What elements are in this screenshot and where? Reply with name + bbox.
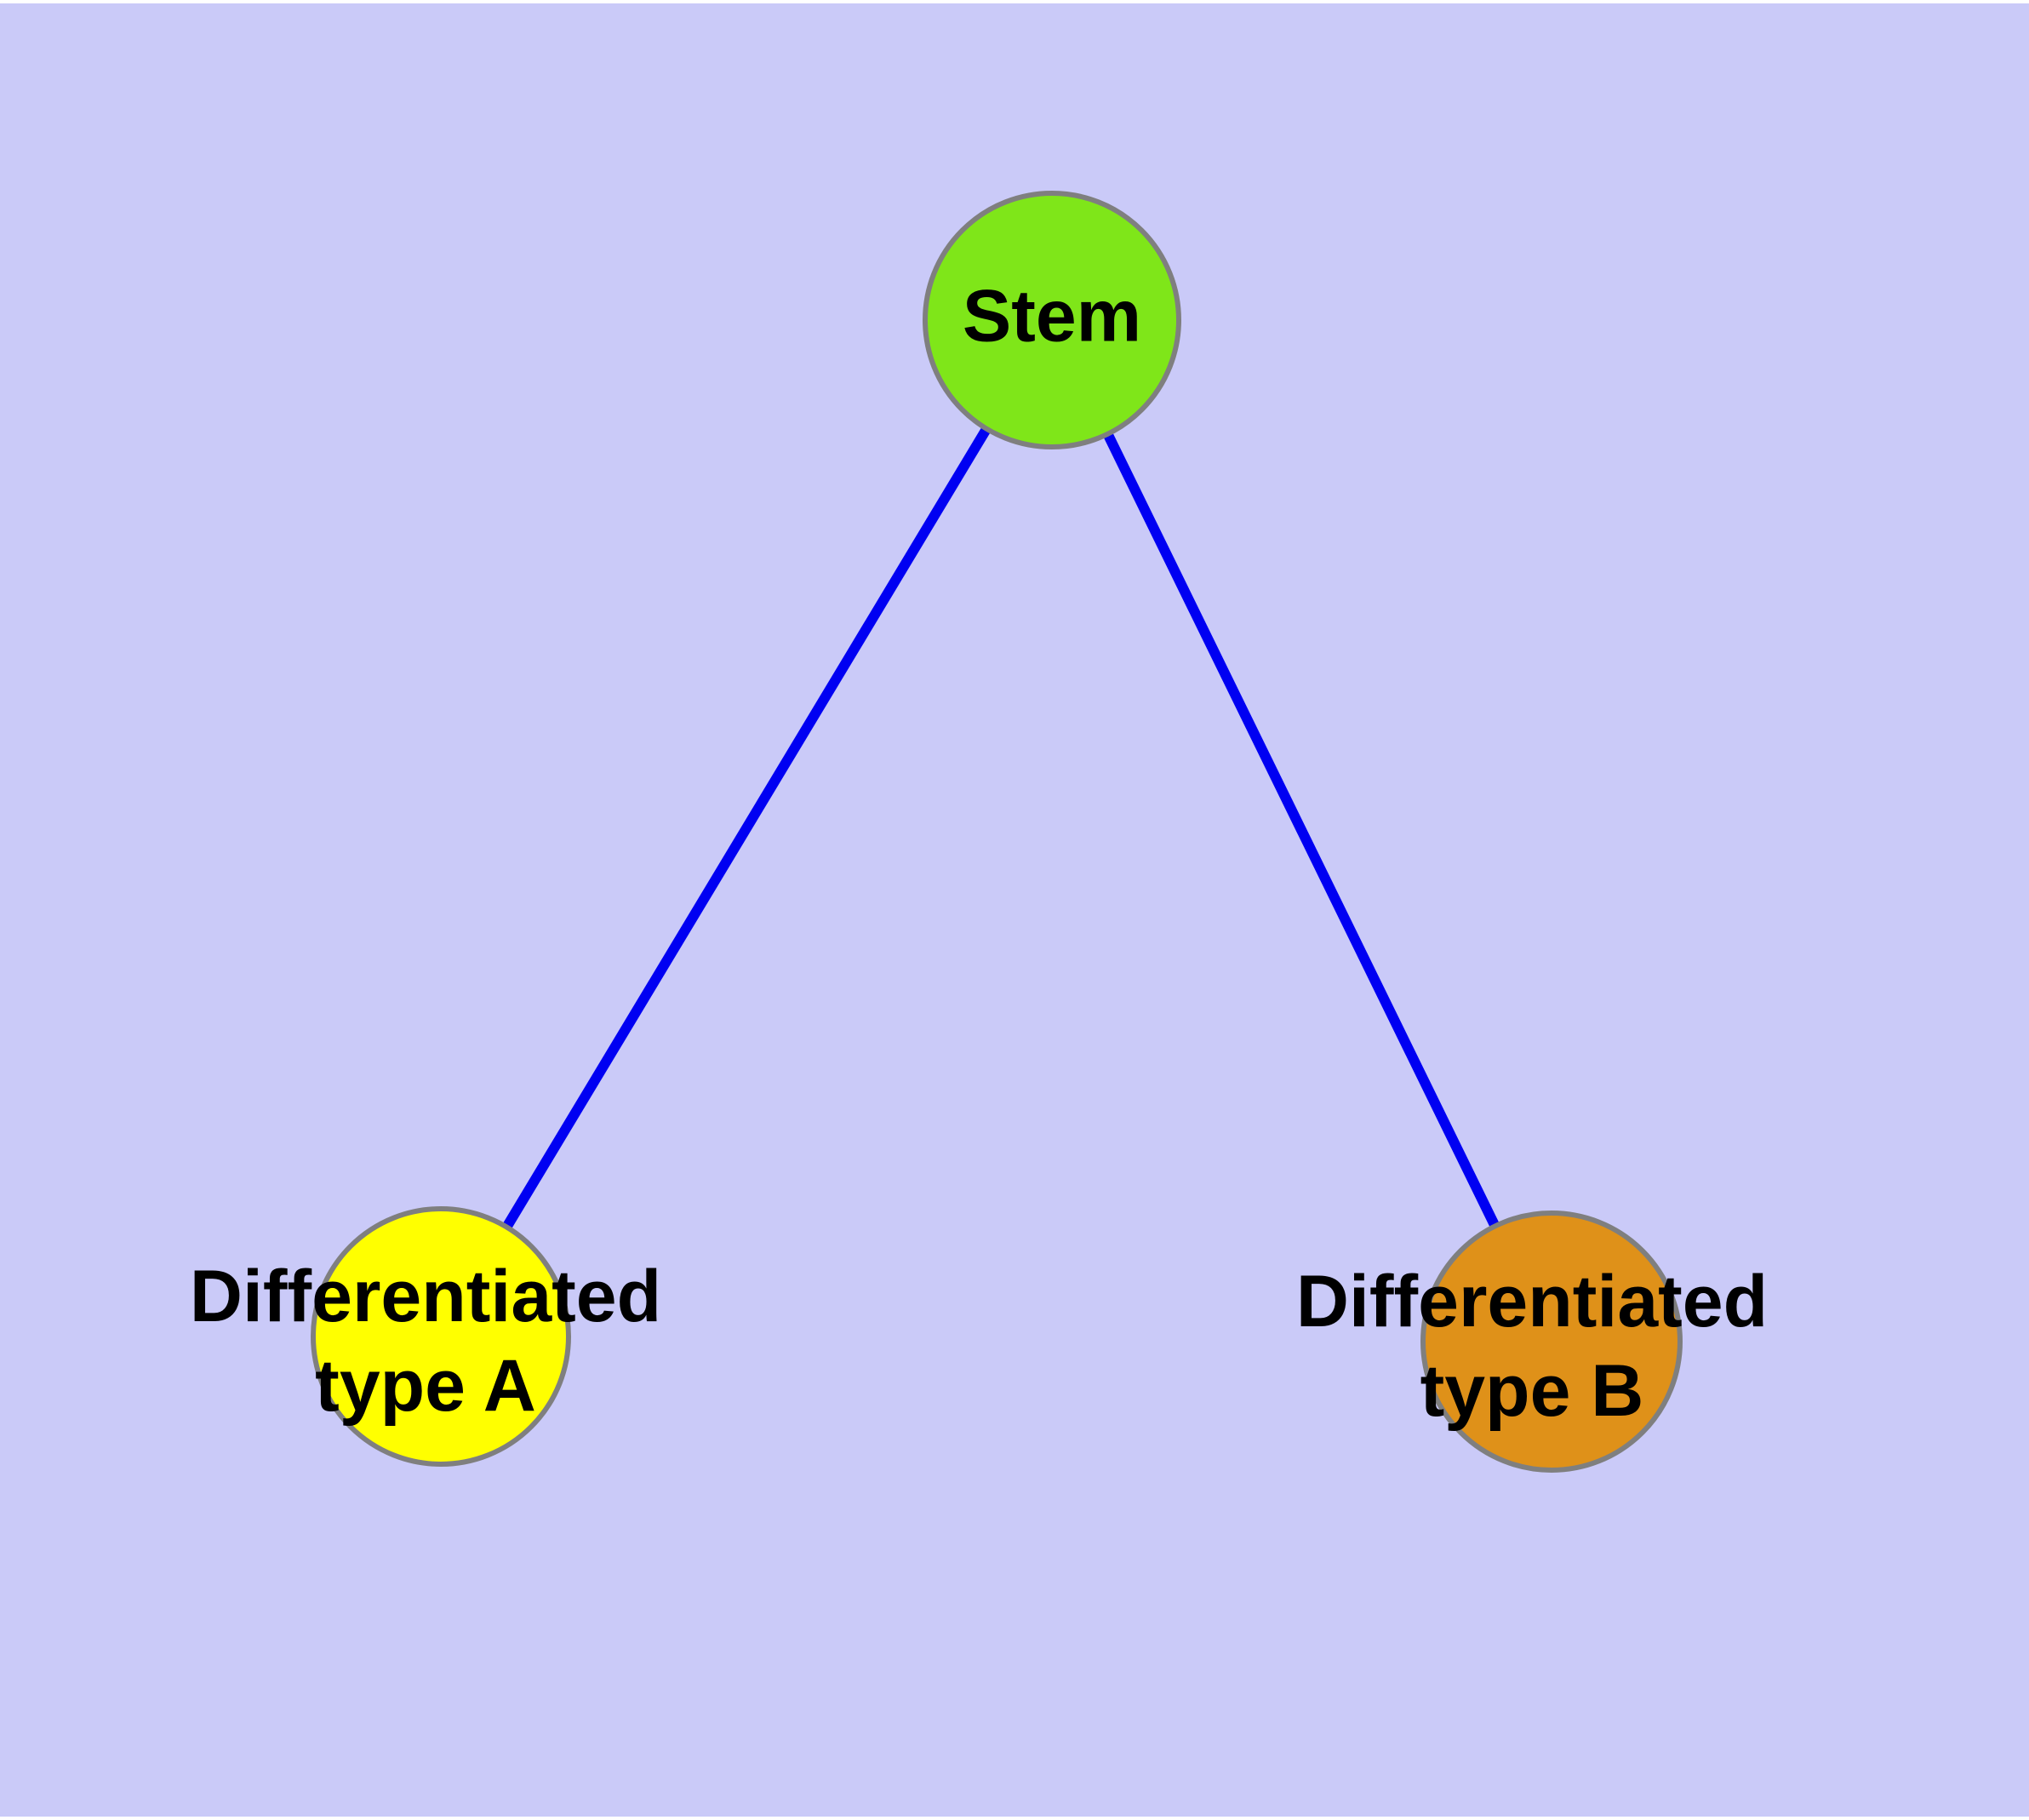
edge-stem-to-type-a — [436, 317, 1057, 1340]
node-stem-circle[interactable] — [923, 191, 1181, 449]
node-type-b-label-line1: Differentiated — [1295, 1261, 1769, 1343]
diagram-canvas: Stem Differentiated type A Differentiate… — [0, 3, 2029, 1817]
node-stem-label-line: Stem — [962, 275, 1142, 358]
node-type-a-label: Differentiated type A — [190, 1252, 661, 1431]
node-stem-label: Stem — [963, 272, 1141, 362]
node-type-a-label-line2: type A — [315, 1345, 536, 1427]
node-type-b-label: Differentiated type B — [1296, 1257, 1768, 1436]
node-type-b-circle[interactable] — [1420, 1210, 1683, 1473]
node-type-a-circle[interactable] — [311, 1206, 571, 1467]
edge-stem-to-type-b — [1047, 318, 1557, 1344]
cell-lineage-graph — [311, 191, 1683, 1473]
node-type-b-label-line2: type B — [1420, 1350, 1644, 1432]
node-type-a-label-line1: Differentiated — [189, 1256, 662, 1338]
